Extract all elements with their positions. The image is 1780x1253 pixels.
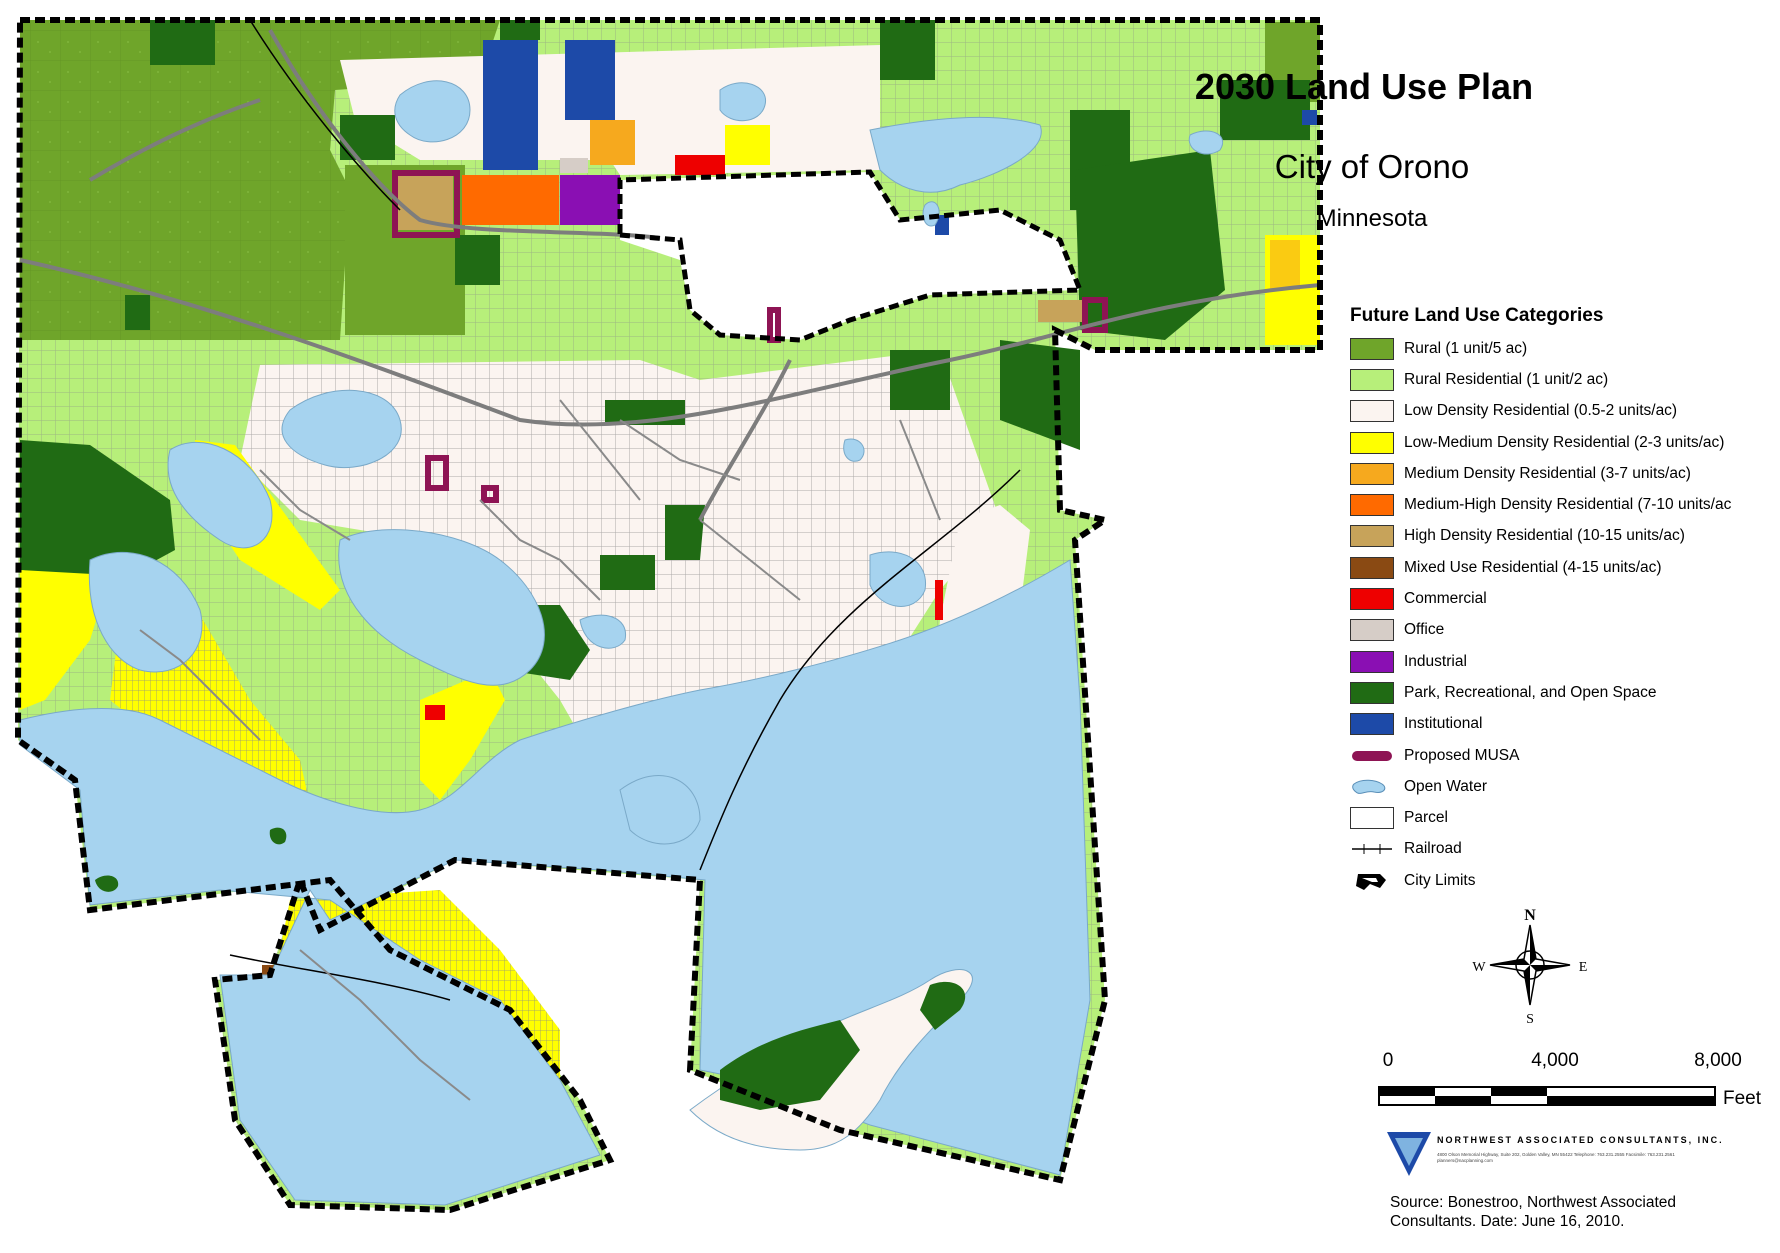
legend-label: Low-Medium Density Residential (2-3 unit… — [1404, 433, 1725, 451]
legend-item: Proposed MUSA — [1350, 740, 1775, 771]
island-park — [95, 875, 119, 892]
legend-label: Open Water — [1404, 777, 1487, 795]
consultant-logo: NORTHWEST ASSOCIATED CONSULTANTS, INC. 4… — [1385, 1130, 1725, 1180]
compass-center-icon — [1515, 950, 1545, 980]
legend-label: Mixed Use Residential (4-15 units/ac) — [1404, 558, 1662, 576]
nac-logo-icon — [1387, 1132, 1431, 1176]
legend-label: City Limits — [1404, 871, 1476, 889]
legend-item: Railroad — [1350, 834, 1775, 865]
water-icon — [1352, 779, 1386, 794]
legend-items: Rural (1 unit/5 ac) Rural Residential (1 … — [1350, 333, 1775, 896]
legend-label: Park, Recreational, and Open Space — [1404, 683, 1657, 701]
legend-item: Open Water — [1350, 771, 1775, 802]
legend-label: Low Density Residential (0.5-2 units/ac) — [1404, 402, 1678, 420]
highways — [19, 29, 1321, 521]
north-label: N — [1524, 907, 1536, 924]
legend-swatch — [1350, 588, 1394, 611]
musa-icon — [1352, 750, 1392, 761]
scale-bar-graphic — [1378, 1086, 1716, 1106]
legend-label: Institutional — [1404, 715, 1483, 733]
legend-item: Institutional — [1350, 709, 1775, 740]
map-title: 2030 Land Use Plan — [1194, 66, 1534, 107]
scale-unit: Feet — [1723, 1088, 1762, 1109]
legend-label: Rural (1 unit/5 ac) — [1404, 339, 1528, 357]
scale-bar: 0 4,000 8,000 Feet — [1370, 1050, 1770, 1120]
medium-high-density-area — [462, 175, 559, 225]
legend-item: Low-Medium Density Residential (2-3 unit… — [1350, 427, 1775, 458]
logo-company-name: NORTHWEST ASSOCIATED CONSULTANTS, INC. — [1437, 1135, 1724, 1145]
legend-item: Office — [1350, 615, 1775, 646]
north-arrow: N S W E — [1472, 907, 1588, 1025]
legend-heading: Future Land Use Categories — [1350, 305, 1604, 326]
legend-item: Park, Recreational, and Open Space — [1350, 677, 1775, 708]
local-streets — [139, 399, 941, 1101]
legend-label: Railroad — [1404, 840, 1462, 858]
medium-density-area — [590, 120, 635, 165]
park-peninsula-east — [920, 981, 966, 1030]
legend-swatch — [1350, 431, 1394, 454]
east-label: E — [1579, 960, 1588, 975]
legend-item: City Limits — [1350, 865, 1775, 896]
legend-label: Commercial — [1404, 590, 1487, 608]
south-label: S — [1526, 1012, 1534, 1025]
legend-label: High Density Residential (10-15 units/ac… — [1404, 527, 1685, 545]
state-name: Minnesota — [1316, 205, 1428, 232]
island-park — [269, 827, 287, 845]
legend-swatch — [1350, 400, 1394, 423]
legend-item: Rural Residential (1 unit/2 ac) — [1350, 364, 1775, 395]
legend-swatch — [1350, 681, 1394, 704]
legend-label: Proposed MUSA — [1404, 746, 1520, 764]
scale-label-0: 0 — [1382, 1050, 1394, 1071]
medium-density-area — [1270, 240, 1300, 290]
legend-swatch — [1350, 556, 1394, 579]
high-density-area — [1038, 300, 1083, 322]
legend-item: Industrial — [1350, 646, 1775, 677]
legend-item: Rural (1 unit/5 ac) — [1350, 333, 1775, 364]
legend-swatch — [1350, 650, 1394, 673]
logo-address: 4800 Olson Memorial Highway, Suite 202, … — [1437, 1152, 1675, 1163]
legend-swatch — [1350, 462, 1394, 485]
scale-label-8000: 8,000 — [1694, 1050, 1742, 1071]
legend-swatch — [1350, 713, 1394, 736]
industrial-area — [560, 175, 620, 225]
legend-item: Medium Density Residential (3-7 units/ac… — [1350, 458, 1775, 489]
legend-label: Office — [1404, 621, 1445, 639]
legend-swatch — [1350, 619, 1394, 642]
compass-fill-icon — [1490, 925, 1570, 1005]
legend-item: Parcel — [1350, 802, 1775, 833]
city-limits-boundary — [14, 17, 1323, 1214]
park-peninsula-east — [720, 1020, 860, 1110]
legend-label: Medium-High Density Residential (7-10 un… — [1404, 496, 1732, 514]
source-note: Source: Bonestroo, Northwest Associated … — [1390, 1194, 1677, 1230]
legend-item: Medium-High Density Residential (7-10 un… — [1350, 489, 1775, 520]
legend-swatch — [1350, 337, 1394, 360]
city-limits-icon — [1356, 873, 1386, 890]
legend-label: Medium Density Residential (3-7 units/ac… — [1404, 464, 1691, 482]
railroad-icon — [1352, 844, 1392, 855]
land-use-map — [14, 17, 1323, 1214]
legend-swatch — [1350, 368, 1394, 391]
legend-label: Rural Residential (1 unit/2 ac) — [1404, 370, 1609, 388]
west-label: W — [1472, 960, 1486, 975]
legend: Future Land Use Categories Rural (1 unit… — [1350, 305, 1775, 896]
rural-grid — [20, 20, 500, 340]
notch-boundary — [617, 169, 1084, 343]
legend-swatch — [1350, 494, 1394, 517]
city-name: City of Orono — [1274, 148, 1470, 185]
legend-item: High Density Residential (10-15 units/ac… — [1350, 521, 1775, 552]
legend-item: Commercial — [1350, 583, 1775, 614]
legend-label: Industrial — [1404, 652, 1467, 670]
railroad-lines — [229, 19, 1021, 1001]
legend-swatch — [1350, 525, 1394, 548]
legend-item: Low Density Residential (0.5-2 units/ac) — [1350, 396, 1775, 427]
legend-swatch — [1350, 807, 1394, 830]
scale-label-4000: 4,000 — [1531, 1050, 1579, 1071]
proposed-musa — [392, 170, 1108, 503]
legend-item: Mixed Use Residential (4-15 units/ac) — [1350, 552, 1775, 583]
office-area — [560, 158, 588, 173]
legend-label: Parcel — [1404, 809, 1448, 827]
